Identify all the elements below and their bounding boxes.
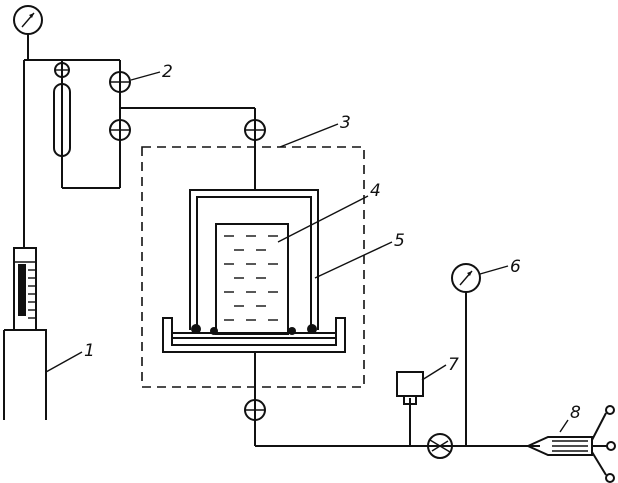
- leader-6: [479, 265, 509, 275]
- bell-jar: [189, 189, 319, 330]
- label-6: 6: [510, 257, 521, 277]
- valve-icon-bottom-chamber: [244, 399, 266, 421]
- leader-2: [130, 71, 161, 81]
- valve-icon-lower: [109, 119, 131, 141]
- valve-icon-top-chamber: [244, 119, 266, 141]
- leader-7: [421, 364, 447, 381]
- label-3: 3: [340, 113, 351, 133]
- sensor-box: [396, 371, 424, 405]
- small-valve-icon: [54, 62, 70, 78]
- label-2: 2: [162, 62, 173, 82]
- pressure-gauge-right: [451, 263, 481, 293]
- reservoir-body: [4, 329, 47, 420]
- label-8: 8: [570, 403, 581, 423]
- ampoule: [53, 83, 71, 157]
- inlet-probe: [525, 405, 616, 483]
- leader-8: [559, 419, 569, 433]
- leader-5: [314, 241, 393, 279]
- label-4: 4: [370, 181, 381, 201]
- three-way-valve-icon: [427, 433, 453, 459]
- valve-icon-2: [109, 71, 131, 93]
- leader-4: [277, 195, 369, 243]
- label-5: 5: [394, 231, 405, 251]
- leader-1: [45, 351, 83, 373]
- leader-3: [279, 123, 339, 148]
- manometer-tube: [13, 247, 37, 331]
- thermostat-enclosure: [141, 146, 365, 388]
- label-1: 1: [84, 341, 95, 361]
- label-7: 7: [448, 355, 459, 375]
- liquid-vessel: [215, 223, 289, 335]
- pressure-gauge-top: [13, 5, 43, 35]
